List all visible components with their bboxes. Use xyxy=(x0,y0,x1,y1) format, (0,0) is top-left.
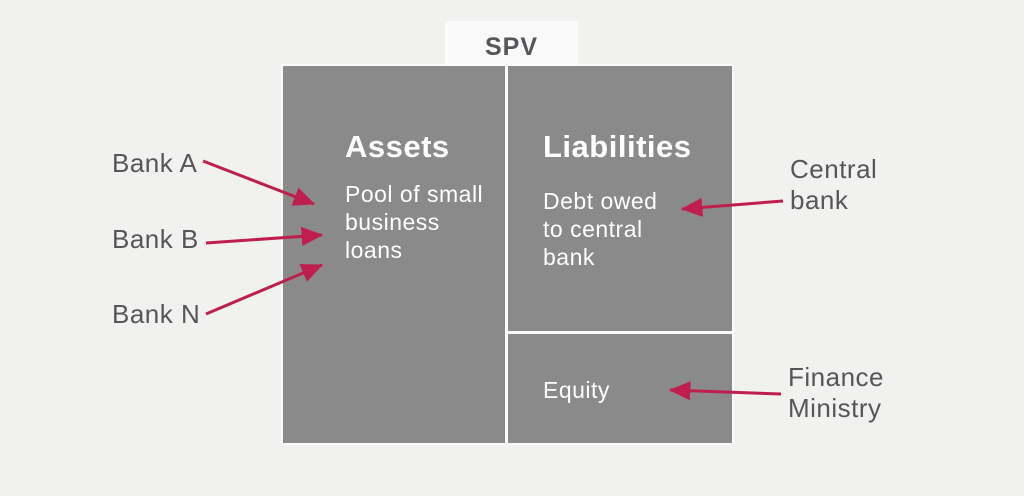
label-central-bank: Central bank xyxy=(790,154,878,215)
assets-liabilities-divider xyxy=(505,66,508,443)
liabilities-heading: Liabilities xyxy=(543,129,692,164)
label-bank-b: Bank B xyxy=(112,224,199,254)
label-finance-ministry: Finance Ministry xyxy=(788,362,884,423)
diagram-title: SPV xyxy=(484,33,539,61)
assets-description: Pool of small business loans xyxy=(345,181,484,263)
assets-heading: Assets xyxy=(345,129,450,164)
liabilities-equity-divider xyxy=(508,331,732,334)
liabilities-description: Debt owed to central bank xyxy=(543,188,658,270)
label-bank-a: Bank A xyxy=(112,148,198,178)
spv-title-highlight xyxy=(445,21,578,66)
label-bank-n: Bank N xyxy=(112,299,201,329)
spv-balance-sheet-box: Assets Pool of small business loans Liab… xyxy=(283,66,732,443)
equity-label: Equity xyxy=(543,377,610,403)
